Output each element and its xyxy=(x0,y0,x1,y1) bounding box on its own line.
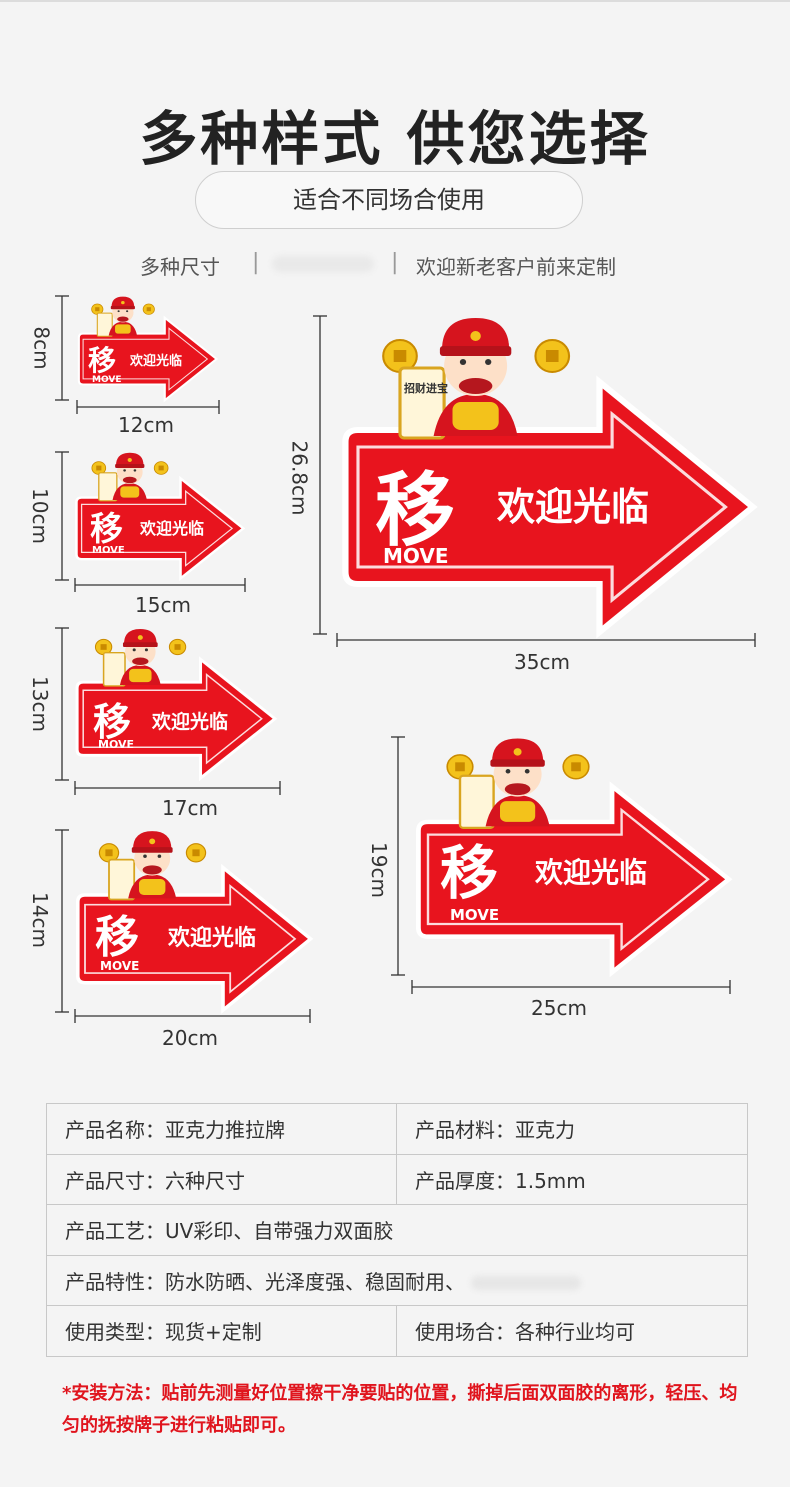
size-height-label: 8cm xyxy=(29,326,54,370)
separator-right: | xyxy=(391,250,399,275)
spec-size: 产品尺寸：六种尺寸 xyxy=(46,1153,397,1205)
subtitle-pill: 适合不同场合使用 xyxy=(195,171,583,229)
table-row: 产品名称：亚克力推拉牌 产品材料：亚克力 xyxy=(46,1103,748,1155)
sign-script-text: 欢迎光临 xyxy=(167,925,256,951)
size-width-label: 15cm xyxy=(135,593,191,617)
sign-script-text: 欢迎光临 xyxy=(151,710,228,733)
feature-left: 多种尺寸 xyxy=(140,255,220,279)
size-height-label: 26.8cm xyxy=(287,440,312,516)
size-width-label: 17cm xyxy=(162,796,218,820)
table-row: 产品工艺：UV彩印、自带强力双面胶 xyxy=(46,1204,748,1256)
page-title: 多种样式 供您选择 xyxy=(139,105,651,173)
sign-move-text: MOVE xyxy=(98,738,134,751)
sign-big-char: 移 xyxy=(93,699,131,744)
sign-script-text: 欢迎光临 xyxy=(129,353,182,369)
blurred-text xyxy=(272,256,374,272)
size-height-label: 14cm xyxy=(27,892,52,948)
spec-craft: 产品工艺：UV彩印、自带强力双面胶 xyxy=(46,1204,748,1256)
blurred-text xyxy=(471,1276,581,1291)
sign-move-text: MOVE xyxy=(92,545,125,556)
sign-big-char: 移 xyxy=(95,912,139,963)
size-width-label: 12cm xyxy=(118,413,174,437)
spec-material: 产品材料：亚克力 xyxy=(396,1103,748,1155)
size-width-label: 20cm xyxy=(162,1026,218,1050)
sign-big-char: 移 xyxy=(375,463,455,557)
size-width-label: 25cm xyxy=(531,996,587,1020)
table-row: 产品特性：防水防晒、光泽度强、稳固耐用、 xyxy=(46,1254,748,1306)
sign-big-char: 移 xyxy=(88,344,116,377)
table-row: 使用类型：现货+定制 使用场合：各种行业均可 xyxy=(46,1305,748,1357)
sign-big-char: 移 xyxy=(440,839,498,907)
spec-feature: 产品特性：防水防晒、光泽度强、稳固耐用、 xyxy=(65,1269,465,1294)
sign-move-text: MOVE xyxy=(383,544,449,568)
sign-move-text: MOVE xyxy=(92,375,121,385)
sign-scroll-text: 招财进宝 xyxy=(404,381,448,395)
spec-table: 产品名称：亚克力推拉牌 产品材料：亚克力 产品尺寸：六种尺寸 产品厚度：1.5m… xyxy=(46,1103,748,1357)
sign-script-text: 欢迎光临 xyxy=(534,856,647,889)
feature-right: 欢迎新老客户前来定制 xyxy=(416,255,616,279)
spec-thickness: 产品厚度：1.5mm xyxy=(396,1153,748,1205)
size-height-label: 10cm xyxy=(27,488,52,544)
spec-name: 产品名称：亚克力推拉牌 xyxy=(46,1103,397,1155)
size-height-label: 13cm xyxy=(27,676,52,732)
top-divider xyxy=(0,0,790,2)
table-row: 产品尺寸：六种尺寸 产品厚度：1.5mm xyxy=(46,1153,748,1205)
sign-move-text: MOVE xyxy=(100,959,139,973)
sign-move-text: MOVE xyxy=(450,906,499,924)
sign-script-text: 欢迎光临 xyxy=(139,519,204,538)
size-width-label: 35cm xyxy=(514,650,570,674)
spec-usage-type: 使用类型：现货+定制 xyxy=(46,1305,397,1357)
size-height-label: 19cm xyxy=(366,842,391,898)
sign-illustrations: 移 欢迎光临 MOVE 招财进宝 移 欢迎光临 MOVE 移 欢迎光临 MOVE… xyxy=(55,295,790,1023)
separator-left: | xyxy=(252,250,260,275)
sign-big-char: 移 xyxy=(90,509,123,548)
spec-usage-place: 使用场合：各种行业均可 xyxy=(396,1305,748,1357)
sign-script-text: 欢迎光临 xyxy=(496,484,649,529)
install-note: *安装方法：贴前先测量好位置擦干净要贴的位置，撕掉后面双面胶的离形，轻压、均匀的… xyxy=(62,1383,738,1436)
spec-feature-cell: 产品特性：防水防晒、光泽度强、稳固耐用、 xyxy=(46,1254,748,1306)
